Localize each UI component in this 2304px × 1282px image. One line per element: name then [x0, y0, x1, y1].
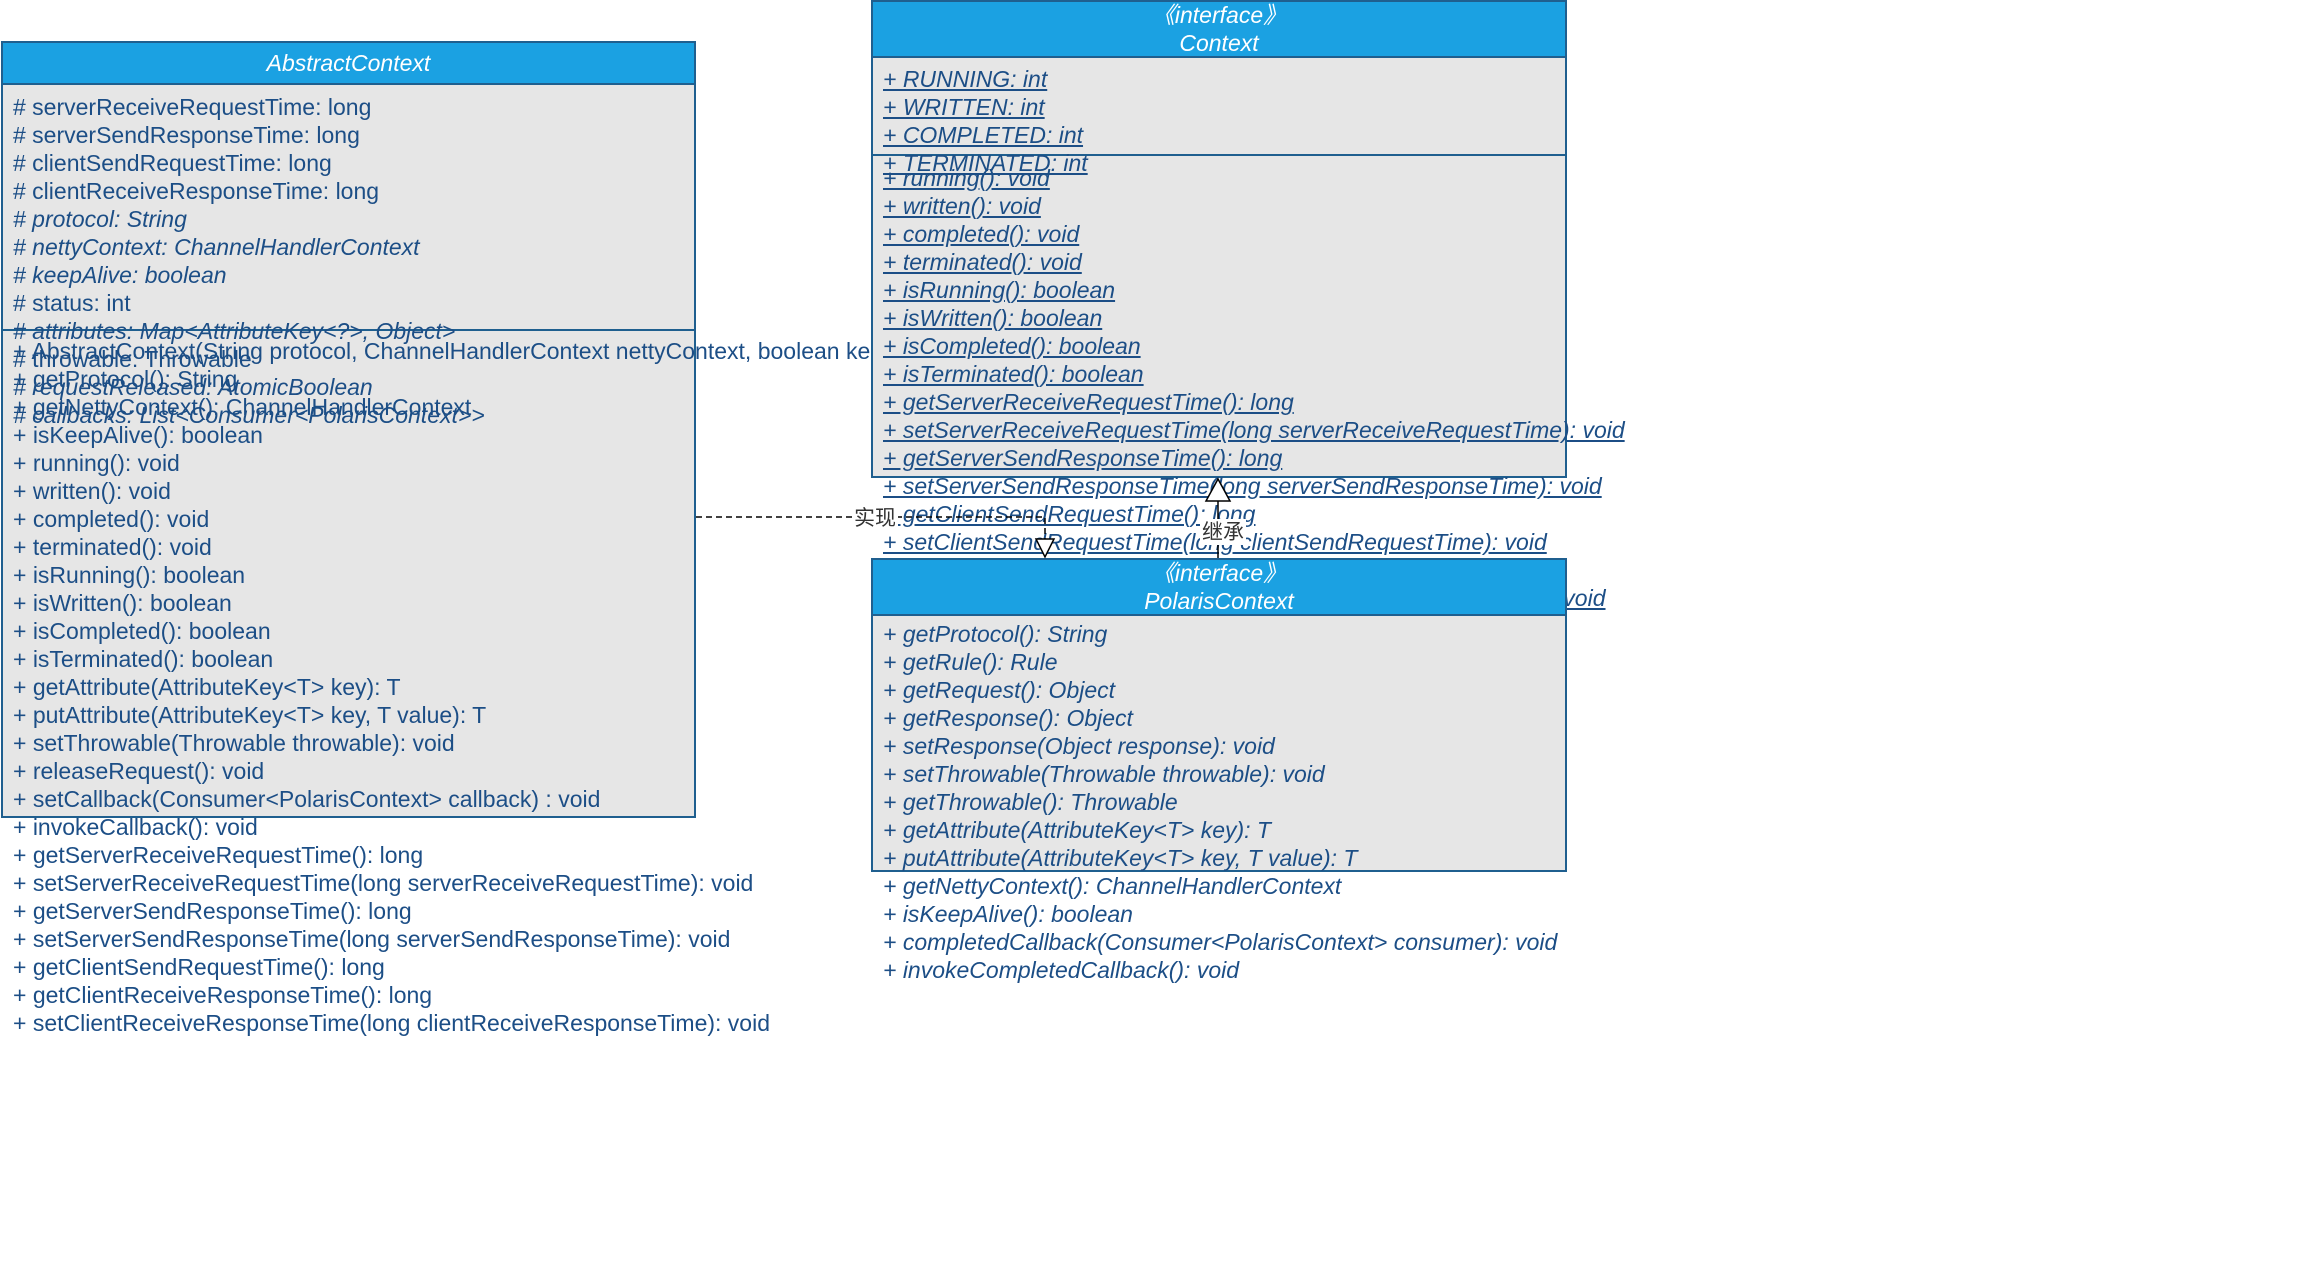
method-row: + getProtocol(): String	[13, 366, 238, 392]
interface-header: 《interface》 PolarisContext	[873, 560, 1565, 616]
method-row: + releaseRequest(): void	[13, 758, 265, 784]
method-row: + putAttribute(AttributeKey<T> key, T va…	[13, 702, 487, 728]
method-row: + getClientSendRequestTime(): long	[883, 501, 1256, 527]
method-row: + getAttribute(AttributeKey<T> key): T	[883, 817, 1271, 843]
method-row: + getRequest(): Object	[883, 677, 1116, 703]
method-row: + completed(): void	[883, 221, 1080, 247]
method-row: + getNettyContext(): ChannelHandlerConte…	[883, 873, 1342, 899]
constant-row: + TERMINATED: int	[883, 150, 1088, 176]
attribute-row: # protocol: String	[13, 206, 187, 232]
method-row: + getResponse(): Object	[883, 705, 1133, 731]
method-row: + isCompleted(): boolean	[13, 618, 271, 644]
interface-header: 《interface》 Context	[873, 2, 1565, 58]
method-row: + running(): void	[13, 450, 180, 476]
method-row: + getClientSendRequestTime(): long	[13, 954, 385, 980]
attribute-row: # nettyContext: ChannelHandlerContext	[13, 234, 420, 260]
method-row: + setCallback(Consumer<PolarisContext> c…	[13, 786, 601, 812]
method-row: + getNettyContext(): ChannelHandlerConte…	[13, 394, 472, 420]
method-section: + getProtocol(): String+ getRule(): Rule…	[873, 616, 1565, 984]
method-row: + getServerReceiveRequestTime(): long	[883, 389, 1294, 415]
method-row: + setThrowable(Throwable throwable): voi…	[883, 761, 1325, 787]
method-row: + isRunning(): boolean	[883, 277, 1116, 303]
method-section: + AbstractContext(String protocol, Chann…	[3, 329, 953, 1037]
method-row: + invokeCompletedCallback(): void	[883, 957, 1240, 983]
method-row: + getClientReceiveResponseTime(): long	[13, 982, 433, 1008]
method-row: + setServerSendResponseTime(long serverS…	[13, 926, 731, 952]
interface-polaris-context[interactable]: 《interface》 PolarisContext + getProtocol…	[871, 558, 1567, 983]
attribute-row: # keepAlive: boolean	[13, 262, 227, 288]
method-row: + terminated(): void	[13, 534, 212, 560]
method-row: + isKeepAlive(): boolean	[13, 422, 263, 448]
constant-row: + WRITTEN: int	[883, 94, 1045, 120]
generalization-arrowhead	[1204, 477, 1232, 502]
realization-arrowhead	[1034, 538, 1056, 559]
attribute-row: # serverReceiveRequestTime: long	[13, 94, 372, 120]
method-row: + setServerReceiveRequestTime(long serve…	[13, 870, 754, 896]
method-row: + isTerminated(): boolean	[13, 646, 274, 672]
method-row: + running(): void	[883, 165, 1050, 191]
method-row: + getProtocol(): String	[883, 621, 1108, 647]
method-row: + getServerReceiveRequestTime(): long	[13, 842, 424, 868]
attribute-row: # serverSendResponseTime: long	[13, 122, 360, 148]
method-row: + getServerSendResponseTime(): long	[13, 898, 412, 924]
stereotype-label: 《interface》	[1151, 2, 1287, 28]
method-row: + getServerSendResponseTime(): long	[883, 445, 1283, 471]
method-row: + written(): void	[883, 193, 1041, 219]
method-row: + isWritten(): boolean	[13, 590, 232, 616]
stereotype-label: 《interface》	[1151, 560, 1287, 586]
method-row: + setServerSendResponseTime(long serverS…	[883, 473, 1602, 499]
interface-context[interactable]: 《interface》 Context + RUNNING: int+ WRIT…	[871, 0, 1625, 611]
constant-row: + RUNNING: int	[883, 66, 1048, 92]
extends-label: 继承	[1200, 519, 1246, 545]
interface-name: Context	[1179, 30, 1259, 56]
attribute-row: # throwable: Throwable	[13, 346, 252, 372]
method-row: + getThrowable(): Throwable	[883, 789, 1178, 815]
attribute-row: # attributes: Map<AttributeKey<?>, Objec…	[13, 318, 456, 344]
realization-line[interactable]	[696, 516, 1046, 540]
attribute-row: # requestReleased: AtomicBoolean	[13, 374, 373, 400]
method-row: + isWritten(): boolean	[883, 305, 1103, 331]
method-row: + setClientReceiveResponseTime(long clie…	[13, 1010, 771, 1036]
method-row: + getRule(): Rule	[883, 649, 1058, 675]
method-row: + isCompleted(): boolean	[883, 333, 1141, 359]
class-header: AbstractContext	[3, 43, 694, 85]
method-row: + putAttribute(AttributeKey<T> key, T va…	[883, 845, 1358, 871]
constant-row: + COMPLETED: int	[883, 122, 1084, 148]
attribute-row: # clientSendRequestTime: long	[13, 150, 332, 176]
method-section: + running(): void+ written(): void+ comp…	[873, 154, 1625, 612]
method-row: + setThrowable(Throwable throwable): voi…	[13, 730, 455, 756]
method-row: + setResponse(Object response): void	[883, 733, 1275, 759]
method-row: + completedCallback(Consumer<PolarisCont…	[883, 929, 1558, 955]
attribute-section: # serverReceiveRequestTime: long# server…	[3, 85, 694, 428]
method-row: + completed(): void	[13, 506, 210, 532]
attribute-row: # status: int	[13, 290, 131, 316]
method-row: + invokeCallback(): void	[13, 814, 258, 840]
class-name: AbstractContext	[266, 50, 431, 76]
attribute-section: + RUNNING: int+ WRITTEN: int+ COMPLETED:…	[873, 58, 1565, 176]
interface-name: PolarisContext	[1144, 588, 1294, 614]
method-row: + written(): void	[13, 478, 171, 504]
method-row: + terminated(): void	[883, 249, 1082, 275]
attribute-row: # clientReceiveResponseTime: long	[13, 178, 380, 204]
implements-label: 实现	[852, 505, 898, 531]
method-row: + isRunning(): boolean	[13, 562, 246, 588]
class-abstract-context[interactable]: AbstractContext # serverReceiveRequestTi…	[1, 41, 953, 1036]
method-row: + isKeepAlive(): boolean	[883, 901, 1133, 927]
attribute-row: # callbacks: List<Consumer<PolarisContex…	[13, 402, 485, 428]
method-row: + setServerReceiveRequestTime(long serve…	[883, 417, 1625, 443]
method-row: + isTerminated(): boolean	[883, 361, 1144, 387]
method-row: + getAttribute(AttributeKey<T> key): T	[13, 674, 401, 700]
